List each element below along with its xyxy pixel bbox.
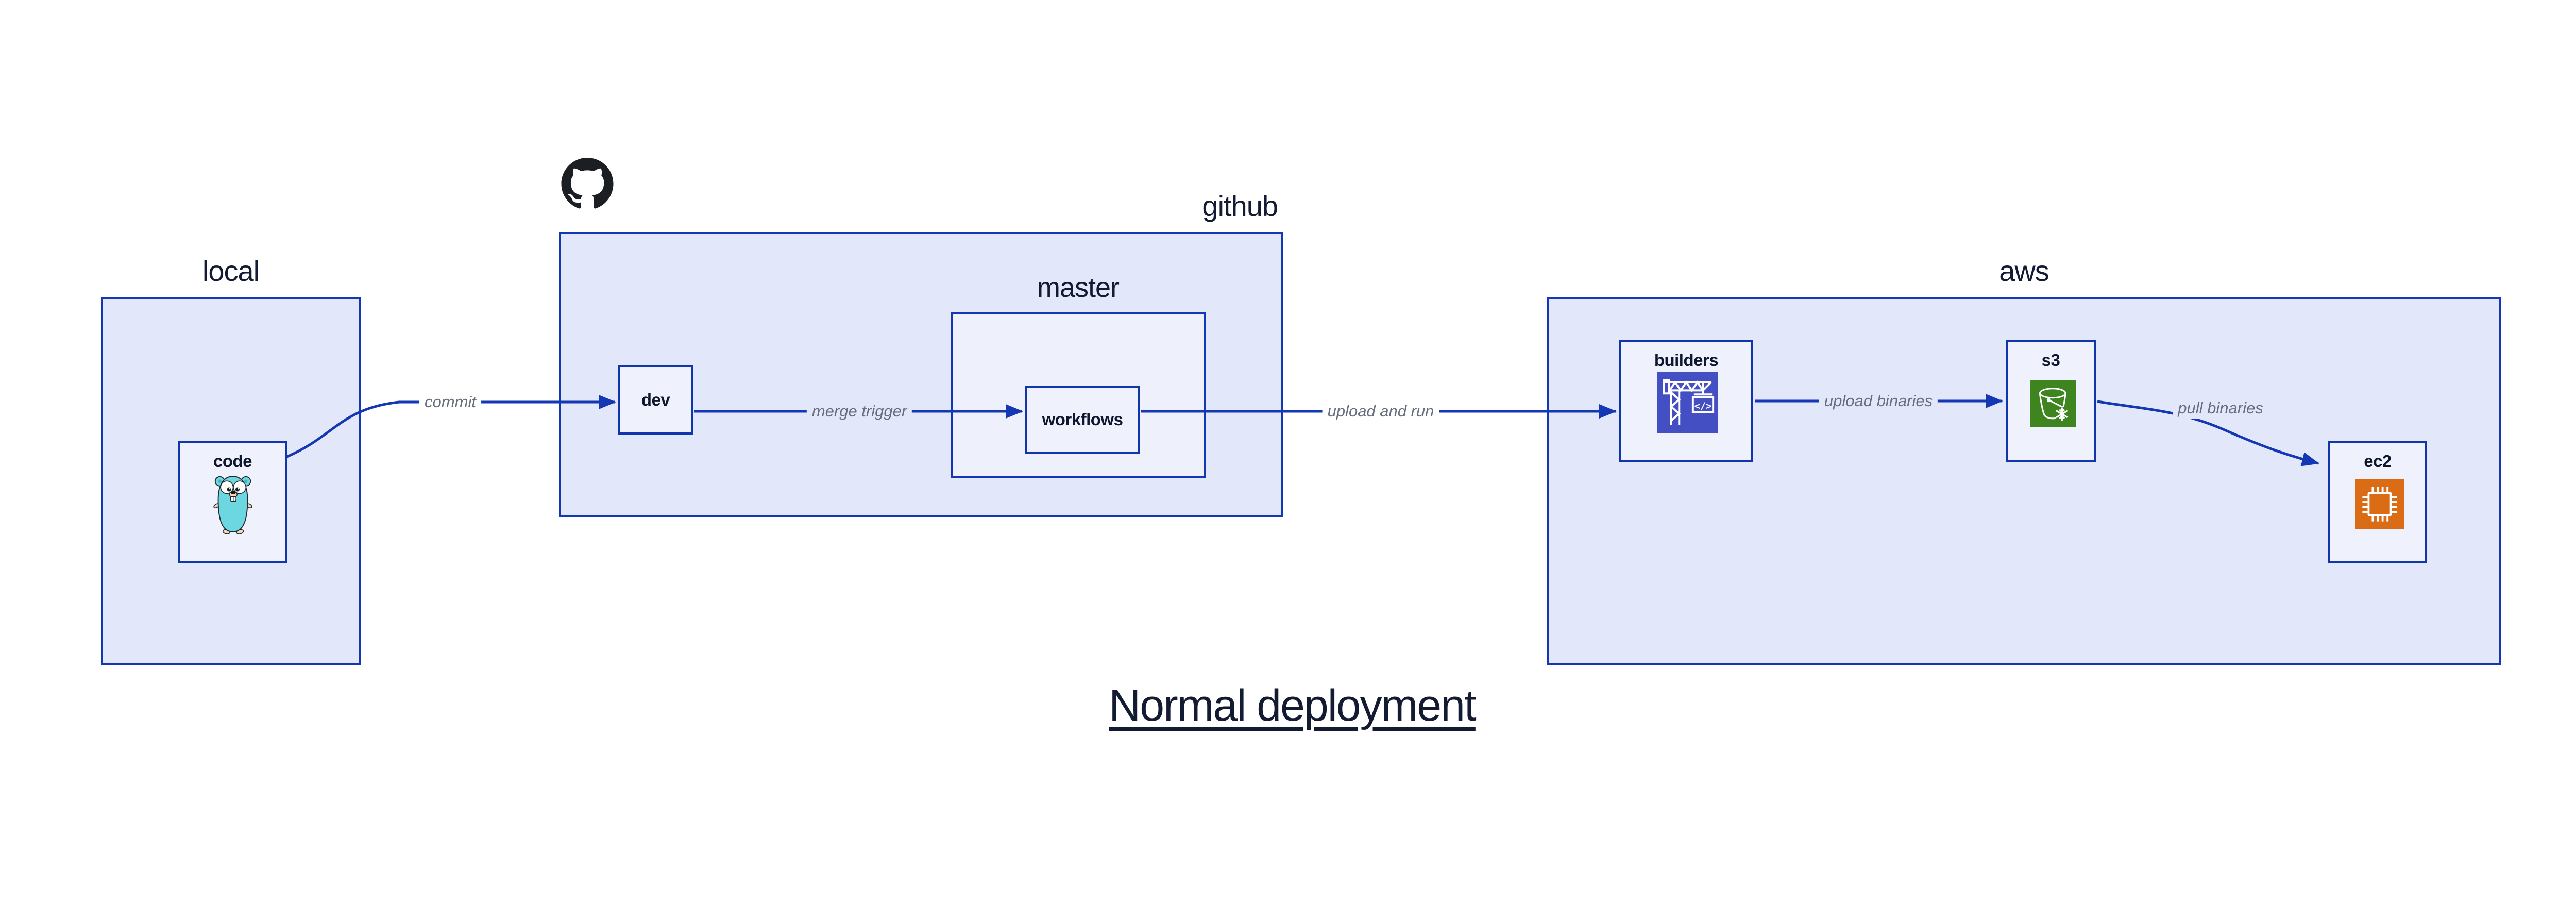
node-builders-label: builders: [1654, 350, 1719, 370]
node-s3-label: s3: [2041, 350, 2060, 370]
node-code: code: [178, 441, 287, 563]
edge-commit: [286, 395, 616, 458]
edge-label-upload-and-run: upload and run: [1322, 401, 1439, 422]
node-dev-label: dev: [641, 390, 670, 409]
container-github-label: github: [1202, 190, 1278, 222]
edge-label-commit: commit: [419, 392, 481, 412]
node-ec2-label: ec2: [2364, 452, 2392, 471]
go-gopher-icon: [213, 474, 253, 537]
diagram-title: Normal deployment: [1109, 681, 1477, 730]
node-dev: dev: [618, 365, 693, 435]
github-icon: [561, 158, 614, 210]
edge-label-pull-binaries: pull binaries: [2173, 398, 2268, 419]
container-local-label: local: [202, 255, 260, 287]
node-ec2: ec2: [2328, 441, 2427, 563]
codebuild-crane-icon: </>: [1657, 372, 1718, 436]
node-s3: s3: [2006, 340, 2096, 462]
node-builders: builders </>: [1619, 340, 1753, 462]
container-master-label: master: [1037, 272, 1120, 303]
ec2-chip-icon: [2355, 479, 2404, 531]
edge-pull-binaries: [2097, 400, 2319, 466]
edge-label-merge-trigger: merge trigger: [806, 401, 912, 422]
s3-bucket-icon: [2030, 380, 2076, 429]
edge-label-upload-binaries: upload binaries: [1819, 391, 1938, 411]
container-aws-label: aws: [1999, 255, 2049, 287]
node-workflows-label: workflows: [1042, 410, 1123, 429]
node-code-label: code: [213, 452, 252, 471]
svg-text:</>: </>: [1694, 401, 1712, 412]
node-workflows: workflows: [1025, 386, 1140, 454]
